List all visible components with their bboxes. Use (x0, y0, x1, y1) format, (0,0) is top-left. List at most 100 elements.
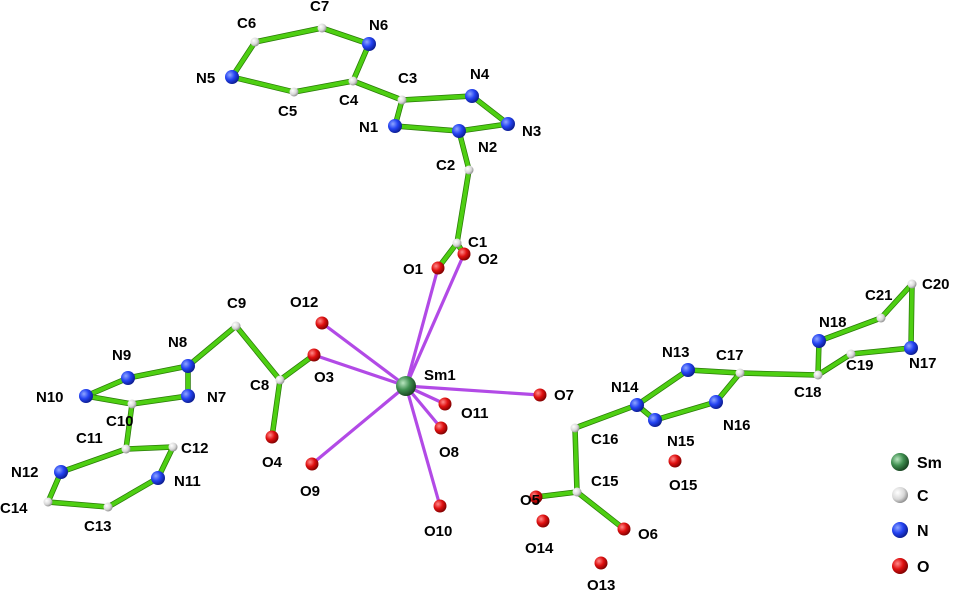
label-c19: C19 (846, 357, 874, 374)
legend-o-label: O (917, 559, 929, 576)
bond-n9-n10 (84, 376, 130, 398)
atom-n4 (465, 89, 479, 103)
label-c3: C3 (398, 70, 417, 87)
label-o1: O1 (403, 261, 423, 278)
atom-o14 (536, 514, 550, 528)
label-c13: C13 (84, 518, 112, 535)
bond-sm1-o3 (312, 353, 408, 388)
bond-n16-n15 (653, 400, 718, 422)
atom-o11 (438, 397, 452, 411)
bond-c11-c12 (124, 445, 175, 451)
atom-c12 (168, 442, 178, 452)
atom-n15 (648, 413, 662, 427)
label-n4: N4 (470, 66, 490, 83)
bond-sm1-o12 (320, 321, 408, 388)
bond-c10-n7 (130, 394, 190, 406)
label-n18: N18 (819, 314, 847, 331)
atom-o13 (594, 556, 608, 570)
label-o9: O9 (300, 483, 320, 500)
bond-c21-c20 (879, 282, 914, 320)
atom-n2 (452, 124, 466, 138)
label-o2: O2 (478, 251, 498, 268)
label-o14: O14 (525, 540, 554, 557)
bond-n8-n9 (126, 364, 190, 380)
legend-c-label: C (917, 488, 929, 505)
atom-sm1 (396, 376, 416, 396)
label-c2: C2 (436, 157, 455, 174)
bond-sm1-o1 (404, 266, 440, 388)
label-c20: C20 (922, 276, 950, 293)
atom-n8 (181, 359, 195, 373)
atom-n10 (79, 389, 93, 403)
bond-c2-c1 (455, 168, 471, 245)
bond-c3-n4 (400, 94, 474, 102)
label-n3: N3 (522, 123, 541, 140)
bond-c19-c18 (816, 352, 853, 377)
label-n8: N8 (168, 334, 187, 351)
atom-o6 (617, 522, 631, 536)
bond-n14-c16 (573, 403, 639, 430)
atom-o7 (533, 388, 547, 402)
atom-n7 (181, 389, 195, 403)
label-n13: N13 (662, 344, 690, 361)
legend-c-sphere (892, 487, 908, 503)
label-n7: N7 (207, 389, 226, 406)
atom-o3 (307, 348, 321, 362)
bond-n14-n13 (635, 368, 690, 407)
bond-c15-o5 (534, 490, 579, 499)
bond-c6-c7 (253, 26, 324, 44)
atom-o9 (305, 457, 319, 471)
atom-c9 (231, 321, 241, 331)
atom-c1 (452, 238, 462, 248)
atom-n12 (54, 465, 68, 479)
label-n16: N16 (723, 417, 751, 434)
bond-c20-n17 (909, 282, 914, 350)
bond-sm1-o9 (310, 384, 408, 466)
label-n17: N17 (909, 355, 937, 372)
label-o4: O4 (262, 454, 283, 471)
bond-c4-c5 (292, 79, 355, 94)
atom-n1 (388, 119, 402, 133)
label-o10: O10 (424, 523, 452, 540)
label-c1: C1 (468, 234, 487, 251)
label-o5: O5 (520, 492, 540, 509)
atom-c19 (846, 349, 856, 359)
bond-c17-c18 (738, 371, 820, 377)
atom-o5 (529, 490, 543, 504)
atom-n18 (812, 334, 826, 348)
label-n15: N15 (667, 433, 695, 450)
atom-o15 (668, 454, 682, 468)
label-c5: C5 (278, 103, 297, 120)
label-n10: N10 (36, 389, 64, 406)
atoms (43, 23, 918, 570)
atom-n17 (904, 341, 918, 355)
label-c7: C7 (310, 0, 329, 15)
atom-c4 (348, 76, 358, 86)
bond-c15-o6 (575, 490, 626, 531)
label-sm1: Sm1 (424, 367, 456, 384)
label-n2: N2 (478, 139, 497, 156)
atom-o2 (457, 247, 471, 261)
bond-n4-n3 (470, 94, 510, 126)
atom-c20 (907, 279, 917, 289)
label-c21: C21 (865, 287, 893, 304)
label-c9: C9 (227, 295, 246, 312)
bond-n18-c21 (817, 316, 883, 343)
bond-n11-c13 (106, 476, 160, 509)
legend-sm-sphere (891, 453, 909, 471)
bond-c7-n6 (320, 26, 371, 46)
atom-c10 (127, 399, 137, 409)
atom-c5 (289, 87, 299, 97)
atom-n14 (630, 398, 644, 412)
legend-o-sphere (892, 558, 908, 574)
atom-o10 (433, 499, 447, 513)
label-o8: O8 (439, 444, 459, 461)
label-c18: C18 (794, 384, 822, 401)
label-c8: C8 (250, 377, 269, 394)
atom-n11 (151, 471, 165, 485)
label-n14: N14 (611, 379, 639, 396)
label-c10: C10 (106, 413, 134, 430)
atom-c14 (43, 497, 53, 507)
